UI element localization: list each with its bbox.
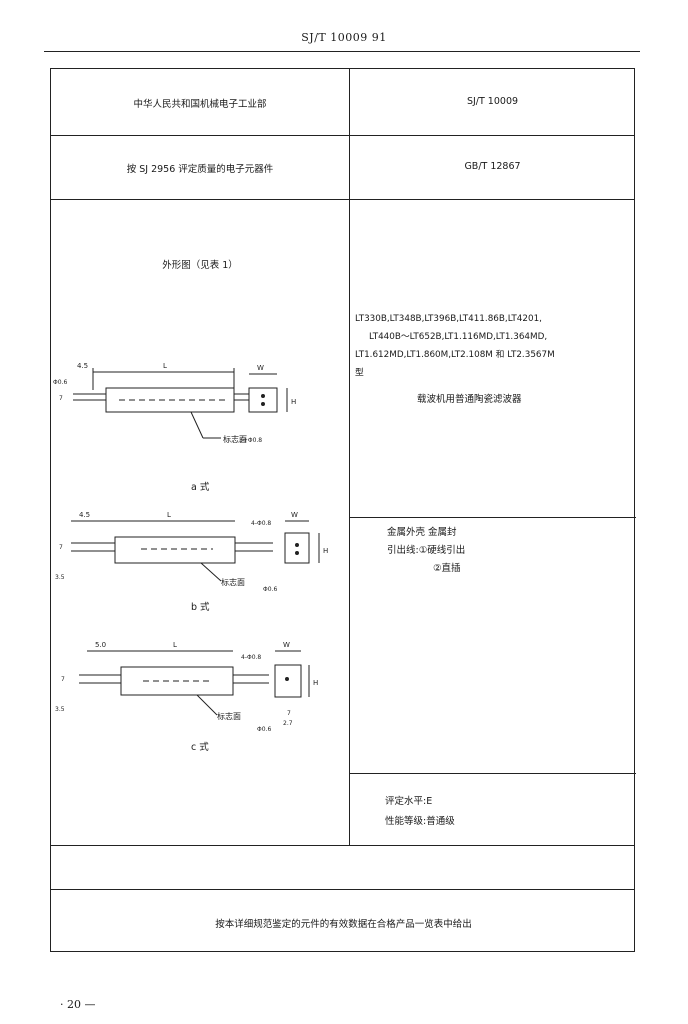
figure-a-drawing: 4.5 L W H Φ0.6 7 3+Φ0.8 标志面 [53, 362, 296, 444]
fig-c-dim-27: 2.7 [283, 720, 293, 727]
fig-c-marking: 标志面 [217, 711, 241, 721]
row-divider-right-2 [349, 773, 636, 774]
ref-standard-cell: GB/T 12867 [464, 161, 521, 172]
basis-cell: 按 SJ 2956 评定质量的电子元器件 [126, 164, 274, 175]
column-divider [349, 69, 350, 845]
fig-a-caption: a 式 [191, 482, 210, 493]
rating-class: 性能等级:普通级 [385, 816, 455, 827]
page-number: · 20 — [60, 998, 96, 1011]
models-line-4: 型 [355, 368, 364, 378]
header-rule [44, 51, 640, 52]
row-divider-3 [51, 845, 634, 846]
figure-c-drawing: 5.0 L W H Φ0.6 7 4-Φ0.8 3.5 7 2.7 标志面 [55, 641, 318, 733]
fig-b-caption: b 式 [191, 602, 210, 613]
rating-block: 评定水平:E 性能等级:普通级 [385, 792, 455, 832]
row-divider-2 [51, 199, 634, 200]
fig-a-dim-H: H [291, 398, 296, 406]
fig-c-dim-t: 7 [61, 676, 65, 683]
fig-b-dim-W: W [291, 511, 298, 519]
fig-a-dim-L: L [163, 362, 167, 370]
fig-c-dim-L: L [173, 641, 177, 649]
fig-a-marking: 标志面 [223, 434, 247, 444]
figure-b-drawing: 4.5 L W H Φ0.6 7 4-Φ0.8 3.5 标志面 [55, 511, 328, 593]
construction-line-1: 金属外壳 金属封 [387, 527, 457, 538]
row-divider-4 [51, 889, 634, 890]
fig-c-caption: c 式 [191, 742, 209, 753]
models-line-2: LT440B～LT652B,LT1.116MD,LT1.364MD, [369, 332, 548, 342]
construction-line-3: ②直插 [433, 563, 461, 574]
models-line-1: LT330B,LT348B,LT396B,LT411.86B,LT4201, [355, 314, 542, 324]
fig-b-marking: 标志面 [221, 577, 245, 587]
fig-c-dim-W: W [283, 641, 290, 649]
fig-a-dim-lead: 3+Φ0.8 [239, 437, 262, 444]
fig-b-dim-lead: 4-Φ0.8 [251, 520, 271, 527]
fig-c-dim-left: 5.0 [95, 641, 106, 649]
models-list: LT330B,LT348B,LT396B,LT411.86B,LT4201, L… [355, 310, 630, 382]
fig-c-dim-h7: 7 [287, 710, 291, 717]
fig-b-dim-L: L [167, 511, 171, 519]
spec-table: 中华人民共和国机械电子工业部 SJ/T 10009 按 SJ 2956 评定质量… [50, 68, 636, 952]
rating-level: 评定水平:E [385, 796, 433, 807]
fig-c-dim-side: 3.5 [55, 706, 65, 713]
doc-number-cell: SJ/T 10009 [466, 96, 519, 107]
fig-c-dim-H: H [313, 679, 318, 687]
fig-a-dim-left: 4.5 [77, 362, 88, 370]
footer-note: 按本详细规范鉴定的元件的有效数据在合格产品一览表中给出 [215, 919, 472, 930]
row-divider-right-1 [349, 517, 636, 518]
models-line-3: LT1.612MD,LT1.860M,LT2.108M 和 LT2.3567M [355, 350, 555, 360]
running-header: SJ/T 10009 91 [301, 31, 387, 44]
fig-c-dim-pin: Φ0.6 [257, 726, 271, 733]
fig-a-dim-t: 7 [59, 395, 63, 402]
construction-line-2: 引出线:①硬线引出 [387, 545, 466, 556]
fig-b-dim-H: H [323, 547, 328, 555]
issuer-cell: 中华人民共和国机械电子工业部 [133, 99, 267, 110]
fig-a-dim-pin: Φ0.6 [53, 379, 67, 386]
fig-a-dim-W: W [257, 364, 264, 372]
fig-c-dim-lead: 4-Φ0.8 [241, 654, 261, 661]
row-divider-1 [51, 135, 634, 136]
outline-title: 外形图（见表 1） [162, 260, 238, 271]
construction-block: 金属外壳 金属封 引出线:①硬线引出 ②直插 [387, 524, 465, 578]
fig-b-dim-t: 7 [59, 544, 63, 551]
product-name: 载波机用普通陶瓷滤波器 [417, 394, 522, 405]
fig-b-dim-pin: Φ0.6 [263, 586, 277, 593]
fig-b-dim-side: 3.5 [55, 574, 65, 581]
fig-b-dim-left: 4.5 [79, 511, 90, 519]
